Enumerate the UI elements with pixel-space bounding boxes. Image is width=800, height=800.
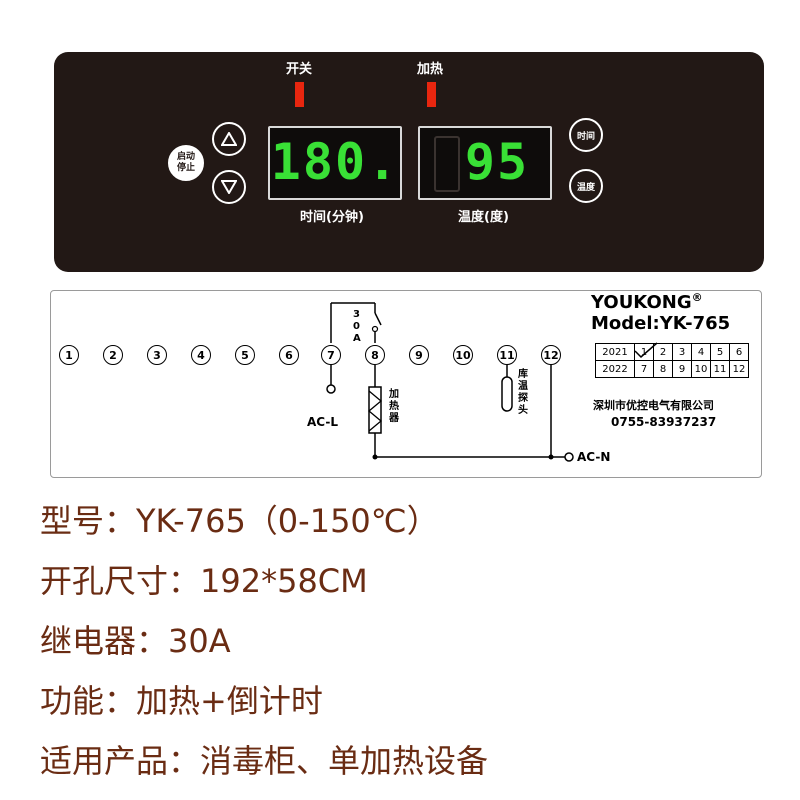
grid-cell: 4 — [691, 343, 711, 361]
terminal-2: 2 — [103, 345, 123, 365]
grid-row: 2021 1 2 3 4 5 6 — [595, 343, 749, 361]
grid-cell: 2022 — [595, 360, 635, 378]
stop-label: 停止 — [176, 163, 195, 173]
spec-model: 型号：YK-765（0-150℃） — [40, 502, 439, 540]
heat-led-label: 加热 — [417, 62, 444, 77]
start-stop-button[interactable]: 启动 停止 — [168, 145, 204, 181]
terminal-7: 7 — [321, 345, 341, 365]
unlit-digit — [434, 136, 460, 192]
company-name: 深圳市优控电气有限公司 — [593, 399, 714, 412]
power-indicator-led — [295, 82, 304, 107]
terminal-1: 1 — [59, 345, 79, 365]
time-caption: 时间(分钟) — [300, 210, 364, 225]
grid-cell: 7 — [634, 360, 654, 378]
grid-cell: 11 — [710, 360, 730, 378]
grid-cell: 9 — [672, 360, 692, 378]
terminal-10: 10 — [453, 345, 473, 365]
wiring-lines — [326, 302, 574, 462]
grid-row: 2022 7 8 9 10 11 12 — [595, 360, 749, 378]
terminal-12: 12 — [541, 345, 561, 365]
grid-cell: 2021 — [595, 343, 635, 361]
company-phone: 0755-83937237 — [611, 415, 717, 429]
spec-cutout-size: 开孔尺寸：192*58CM — [40, 562, 368, 600]
time-button-label: 时间 — [576, 131, 595, 142]
production-date-grid: 2021 1 2 3 4 5 6 2022 7 8 9 10 11 12 — [595, 343, 749, 378]
spec-function: 功能：加热+倒计时 — [40, 682, 323, 720]
heater-label: 加热器 — [389, 389, 399, 424]
terminal-9: 9 — [409, 345, 429, 365]
wiring-diagram-label: 1 2 3 4 5 6 7 8 9 10 11 12 30A AC-L 加热器 … — [50, 290, 762, 478]
start-label: 启动 — [176, 152, 195, 162]
terminal-6: 6 — [279, 345, 299, 365]
time-display: 180. — [268, 126, 402, 200]
check-mark-icon — [634, 342, 658, 359]
up-button[interactable] — [212, 122, 246, 156]
ac-n-label: AC-N — [577, 450, 611, 464]
grid-cell: 3 — [672, 343, 692, 361]
power-led-label: 开关 — [286, 62, 313, 77]
sensor-label: 库温探头 — [518, 369, 528, 416]
triangle-up-icon — [221, 132, 237, 146]
grid-cell: 12 — [729, 360, 749, 378]
temperature-button-label: 温度 — [576, 182, 595, 193]
down-button[interactable] — [212, 170, 246, 204]
temperature-button[interactable]: 温度 — [569, 169, 603, 203]
grid-cell: 5 — [710, 343, 730, 361]
relay-rating: 30A — [353, 309, 361, 344]
grid-cell: 6 — [729, 343, 749, 361]
spec-relay: 继电器：30A — [40, 622, 231, 660]
model-number: Model:YK-765 — [591, 313, 731, 334]
ac-l-label: AC-L — [307, 415, 338, 429]
brand-name: YOUKONG® — [591, 291, 703, 313]
grid-cell: 10 — [691, 360, 711, 378]
spec-applicable-products: 适用产品：消毒柜、单加热设备 — [40, 742, 489, 780]
triangle-down-icon — [221, 180, 237, 194]
time-button[interactable]: 时间 — [569, 118, 603, 152]
temperature-display: 95 — [418, 126, 552, 200]
controller-panel: 开关 加热 启动 停止 180. 时间(分钟) 95 温度(度) 时间 温度 — [54, 52, 764, 272]
grid-cell: 8 — [653, 360, 673, 378]
heat-indicator-led — [427, 82, 436, 107]
temperature-digits: 95 — [464, 133, 530, 191]
time-digits: 180. — [270, 133, 400, 191]
terminal-3: 3 — [147, 345, 167, 365]
terminal-11: 11 — [497, 345, 517, 365]
terminal-5: 5 — [235, 345, 255, 365]
temperature-caption: 温度(度) — [458, 210, 509, 225]
terminal-8: 8 — [365, 345, 385, 365]
terminal-4: 4 — [191, 345, 211, 365]
